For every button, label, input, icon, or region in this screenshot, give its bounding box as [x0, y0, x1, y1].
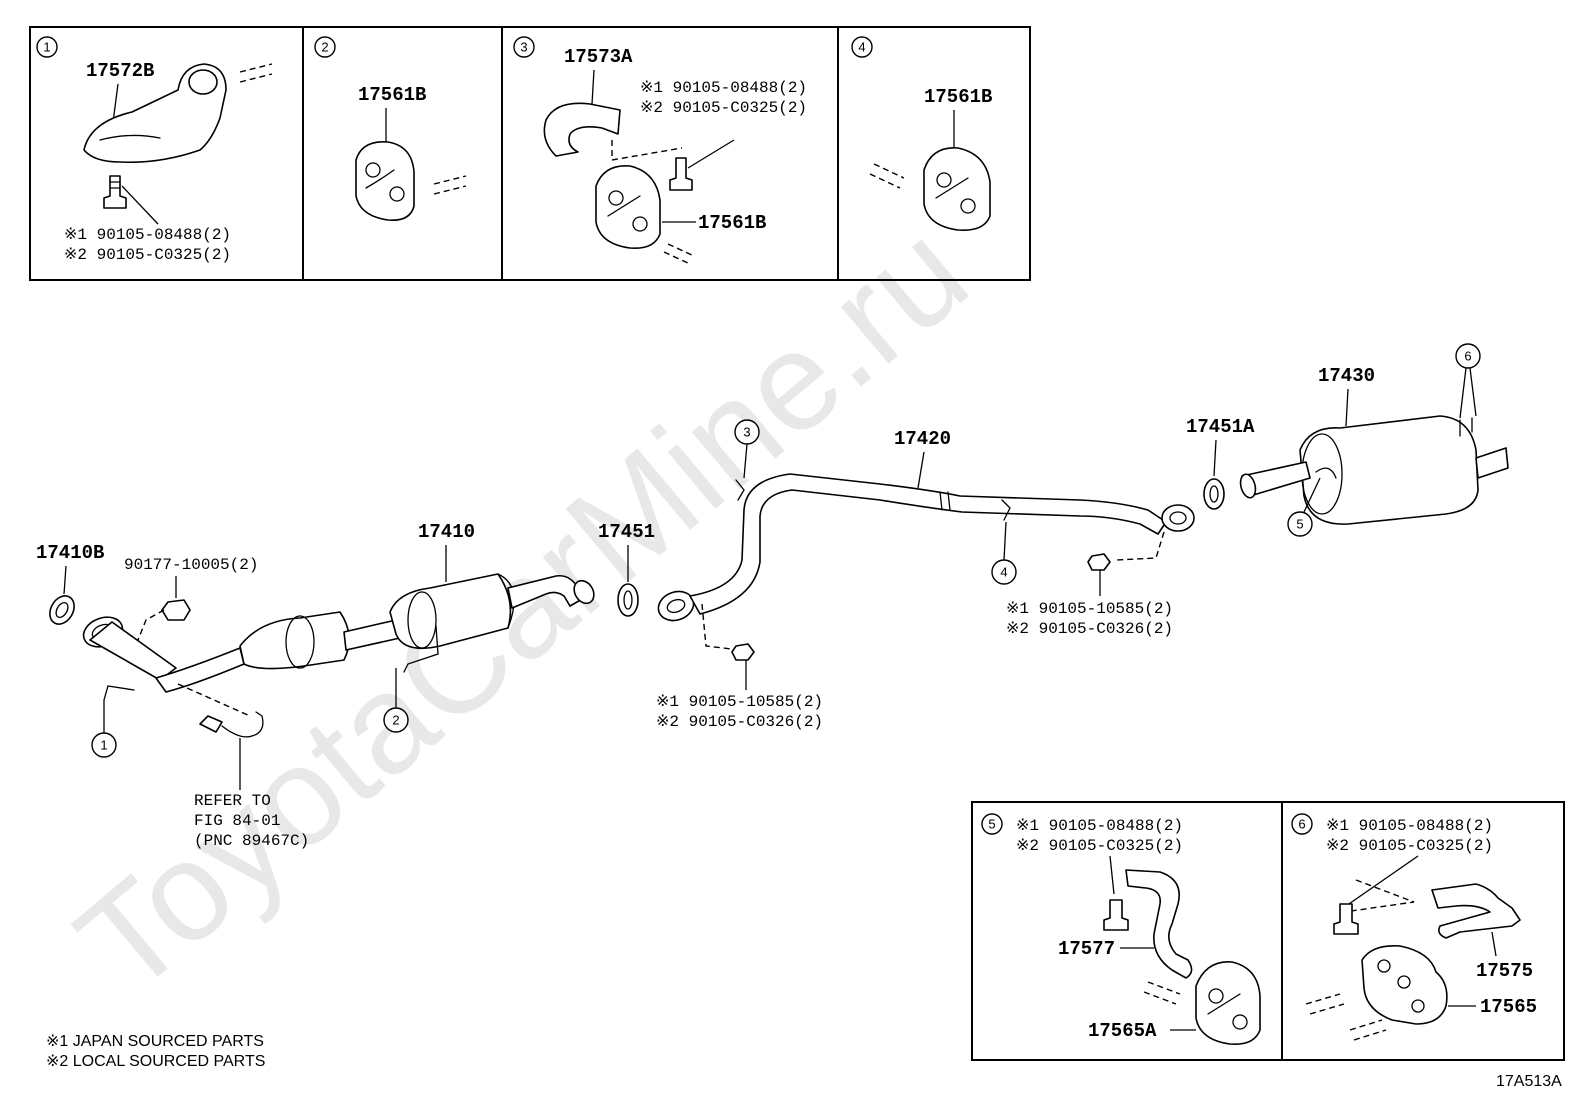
refer-line-3: (PNC 89467C) — [194, 832, 309, 850]
detail-2: 2 17561B — [314, 36, 467, 222]
detail-5-bolt-2: ※2 90105-C0325(2) — [1016, 837, 1183, 855]
rubber-hanger-17561B — [355, 141, 415, 222]
legend-japan: ※1 JAPAN SOURCED PARTS — [46, 1033, 264, 1050]
part-label-17561B-b: 17561B — [698, 212, 766, 234]
catalytic-converter-front — [239, 611, 350, 670]
refer-line-2: FIG 84-01 — [194, 812, 280, 830]
part-label-17565A: 17565A — [1088, 1020, 1157, 1042]
legend-local: ※2 LOCAL SOURCED PARTS — [46, 1053, 265, 1070]
detail-5: 5 ※1 90105-08488(2) ※2 90105-C0325(2) 17… — [981, 813, 1261, 1046]
ref-circle-4: 4 — [991, 521, 1017, 585]
gasket-17451A: 17451A — [1186, 416, 1255, 510]
detail-4-ref: 4 — [858, 40, 865, 55]
detail-6-bolt-1: ※1 90105-08488(2) — [1326, 817, 1493, 835]
part-label-17420: 17420 — [894, 428, 951, 450]
nut-part-number: 90177-10005(2) — [124, 556, 258, 574]
muffler-17430: 17430 — [1239, 365, 1509, 525]
detail-3-bolt-1: ※1 90105-08488(2) — [640, 79, 807, 97]
muffler-body — [1299, 415, 1479, 525]
part-label-17451A: 17451A — [1186, 416, 1255, 438]
ref-2-text: 2 — [392, 713, 399, 728]
bracket-17577 — [1125, 869, 1193, 979]
part-label-17575: 17575 — [1476, 960, 1533, 982]
front-pipe-17410: 17410 — [82, 521, 595, 701]
part-label-17561B-c: 17561B — [924, 86, 992, 108]
oxygen-sensor: REFER TO FIG 84-01 (PNC 89467C) — [177, 683, 309, 850]
bracket-17575 — [1431, 883, 1521, 939]
bolt-group-b: ※1 90105-10585(2) ※2 90105-C0326(2) — [1006, 531, 1173, 638]
detail-6-bolt-2: ※2 90105-C0325(2) — [1326, 837, 1493, 855]
bolt-a-2: ※2 90105-C0326(2) — [656, 713, 823, 731]
gasket-17410B: 17410B — [36, 542, 104, 625]
bolt-icon — [1087, 553, 1111, 571]
bolt-icon — [731, 643, 755, 661]
watermark: ToyotaCarMine.ru — [48, 192, 995, 1022]
detail-6: 6 ※1 90105-08488(2) ※2 90105-C0325(2) 17… — [1291, 813, 1537, 1041]
nut-90177: 90177-10005(2) — [124, 556, 258, 661]
bolt-icon — [1333, 903, 1359, 935]
bolt-b-2: ※2 90105-C0326(2) — [1006, 620, 1173, 638]
bolt-icon — [669, 157, 693, 191]
part-label-17573A: 17573A — [564, 46, 633, 68]
detail-3-bolt-2: ※2 90105-C0325(2) — [640, 99, 807, 117]
part-label-17451: 17451 — [598, 521, 655, 543]
part-label-17565: 17565 — [1480, 996, 1537, 1018]
bolt-icon — [103, 175, 127, 209]
ref-6-text: 6 — [1464, 349, 1471, 364]
bolt-b-1: ※1 90105-10585(2) — [1006, 600, 1173, 618]
gasket-17451: 17451 — [598, 521, 655, 617]
detail-2-ref: 2 — [321, 40, 328, 55]
detail-5-ref: 5 — [988, 817, 995, 832]
ref-4-text: 4 — [1000, 565, 1007, 580]
rubber-hanger-17565 — [1361, 944, 1448, 1025]
ref-1-text: 1 — [100, 738, 107, 753]
detail-3-ref: 3 — [520, 40, 527, 55]
detail-boxes-bottom — [971, 801, 1565, 1061]
ref-3-text: 3 — [743, 425, 750, 440]
rubber-hanger-17561B — [923, 147, 991, 232]
detail-3: 3 17573A ※1 90105-08488(2) ※2 90105-C032… — [513, 36, 807, 265]
ref-circle-1: 1 — [91, 700, 117, 758]
detail-1: 1 17572B ※1 90105-08488(2) ※2 90105-C032… — [36, 36, 273, 264]
part-label-17410B: 17410B — [36, 542, 104, 564]
part-label-17410: 17410 — [418, 521, 475, 543]
detail-boxes-top — [29, 26, 1031, 281]
nut-icon — [161, 599, 191, 621]
rubber-hanger-17561B — [595, 165, 661, 250]
ref-circle-5: 5 — [1287, 477, 1321, 537]
detail-5-bolt-1: ※1 90105-08488(2) — [1016, 817, 1183, 835]
ref-circle-2: 2 — [383, 668, 409, 733]
detail-6-ref: 6 — [1298, 817, 1305, 832]
ref-5-text: 5 — [1296, 517, 1303, 532]
part-label-17561B-a: 17561B — [358, 84, 426, 106]
bolt-a-1: ※1 90105-10585(2) — [656, 693, 823, 711]
bolt-group-a: ※1 90105-10585(2) ※2 90105-C0326(2) — [656, 603, 823, 731]
detail-4: 4 17561B — [851, 36, 992, 232]
bracket-17573A — [543, 102, 621, 157]
part-label-17572B: 17572B — [86, 60, 154, 82]
diagram-code: 17A513A — [1496, 1073, 1562, 1090]
detail-1-ref: 1 — [43, 40, 50, 55]
ref-circle-3: 3 — [734, 419, 760, 479]
detail-1-bolt-1: ※1 90105-08488(2) — [64, 226, 231, 244]
bolt-icon — [1103, 899, 1129, 931]
center-pipe-17420: 17420 — [657, 428, 1195, 622]
refer-line-1: REFER TO — [194, 792, 271, 810]
ref-circle-6: 6 — [1455, 343, 1481, 419]
detail-1-bolt-2: ※2 90105-C0325(2) — [64, 246, 231, 264]
part-label-17577: 17577 — [1058, 938, 1115, 960]
part-label-17430: 17430 — [1318, 365, 1375, 387]
rubber-hanger-17565A — [1195, 961, 1261, 1046]
